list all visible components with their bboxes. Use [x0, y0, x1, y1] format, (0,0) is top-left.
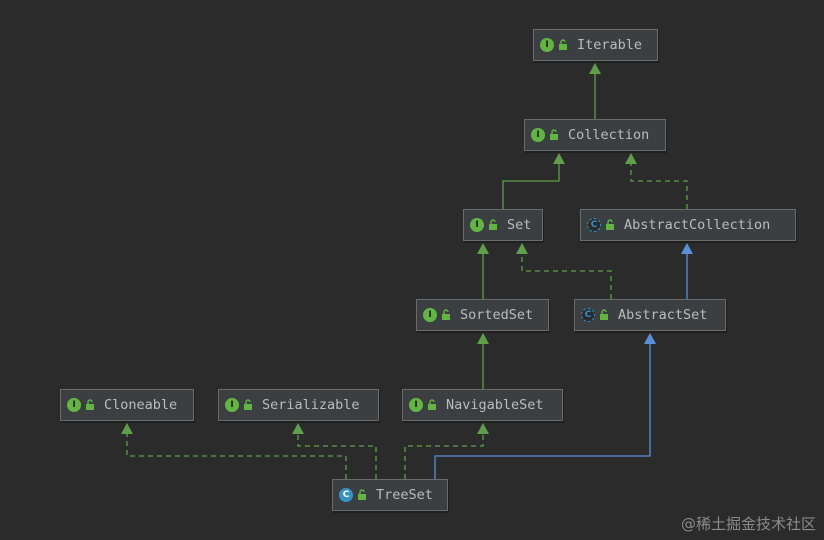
- node-label: SortedSet: [460, 307, 534, 323]
- edge-treeset-cloneable: [126, 433, 347, 479]
- edge-treeset-navigableset-arrowhead: [477, 423, 489, 434]
- edge-navigableset-sortedset-arrowhead: [477, 333, 489, 344]
- interface-icon: I: [225, 398, 239, 412]
- node-iterable[interactable]: I Iterable: [533, 29, 658, 61]
- node-label: TreeSet: [376, 487, 433, 503]
- edge-abstractcollection-collection-arrowhead: [625, 153, 637, 164]
- class-icon: C: [339, 488, 353, 502]
- node-label: Set: [507, 217, 532, 233]
- interface-icon: I: [67, 398, 81, 412]
- abstract-class-icon: C: [587, 218, 601, 232]
- lock-icon: [86, 399, 94, 410]
- node-label: Collection: [568, 127, 650, 143]
- edge-abstractset-set-arrowhead: [516, 243, 528, 254]
- edge-abstractset-set: [521, 253, 612, 299]
- node-cloneable[interactable]: I Cloneable: [60, 389, 194, 421]
- abstract-class-icon: C: [581, 308, 595, 322]
- node-label: Iterable: [577, 37, 643, 53]
- edge-treeset-navigableset: [404, 433, 484, 479]
- node-label: Cloneable: [104, 397, 178, 413]
- lock-icon: [442, 309, 450, 320]
- lock-icon: [559, 39, 567, 50]
- node-abstract-set[interactable]: C AbstractSet: [574, 299, 726, 331]
- lock-icon: [606, 219, 614, 230]
- lock-icon: [600, 309, 608, 320]
- edge-treeset-cloneable-arrowhead: [121, 423, 133, 434]
- lock-icon: [550, 129, 558, 140]
- interface-icon: I: [540, 38, 554, 52]
- edge-treeset-abstractset-arrowhead: [644, 333, 656, 344]
- node-collection[interactable]: I Collection: [524, 119, 666, 151]
- node-label: NavigableSet: [446, 397, 544, 413]
- node-sorted-set[interactable]: I SortedSet: [416, 299, 549, 331]
- interface-icon: I: [423, 308, 437, 322]
- edge-treeset-abstractset: [434, 343, 651, 479]
- lock-icon: [428, 399, 436, 410]
- node-label: Serializable: [262, 397, 360, 413]
- lock-icon: [244, 399, 252, 410]
- node-navigable-set[interactable]: I NavigableSet: [402, 389, 563, 421]
- lock-icon: [489, 219, 497, 230]
- edge-set-collection-arrowhead: [553, 153, 565, 164]
- edge-abstractcollection-collection: [630, 163, 688, 209]
- interface-icon: I: [470, 218, 484, 232]
- interface-icon: I: [409, 398, 423, 412]
- node-tree-set[interactable]: C TreeSet: [332, 479, 448, 511]
- edge-set-collection: [502, 163, 560, 209]
- edge-abstractset-abstractcollection-arrowhead: [681, 243, 693, 254]
- node-abstract-collection[interactable]: C AbstractCollection: [580, 209, 796, 241]
- edge-sortedset-set-arrowhead: [477, 243, 489, 254]
- lock-icon: [358, 489, 366, 500]
- edge-treeset-serializable: [297, 433, 377, 479]
- node-label: AbstractCollection: [624, 217, 771, 233]
- watermark: @稀土掘金技术社区: [680, 515, 816, 533]
- interface-icon: I: [531, 128, 545, 142]
- edge-treeset-serializable-arrowhead: [292, 423, 304, 434]
- node-set[interactable]: I Set: [463, 209, 543, 241]
- edge-collection-iterable-arrowhead: [589, 63, 601, 74]
- node-serializable[interactable]: I Serializable: [218, 389, 379, 421]
- node-label: AbstractSet: [618, 307, 708, 323]
